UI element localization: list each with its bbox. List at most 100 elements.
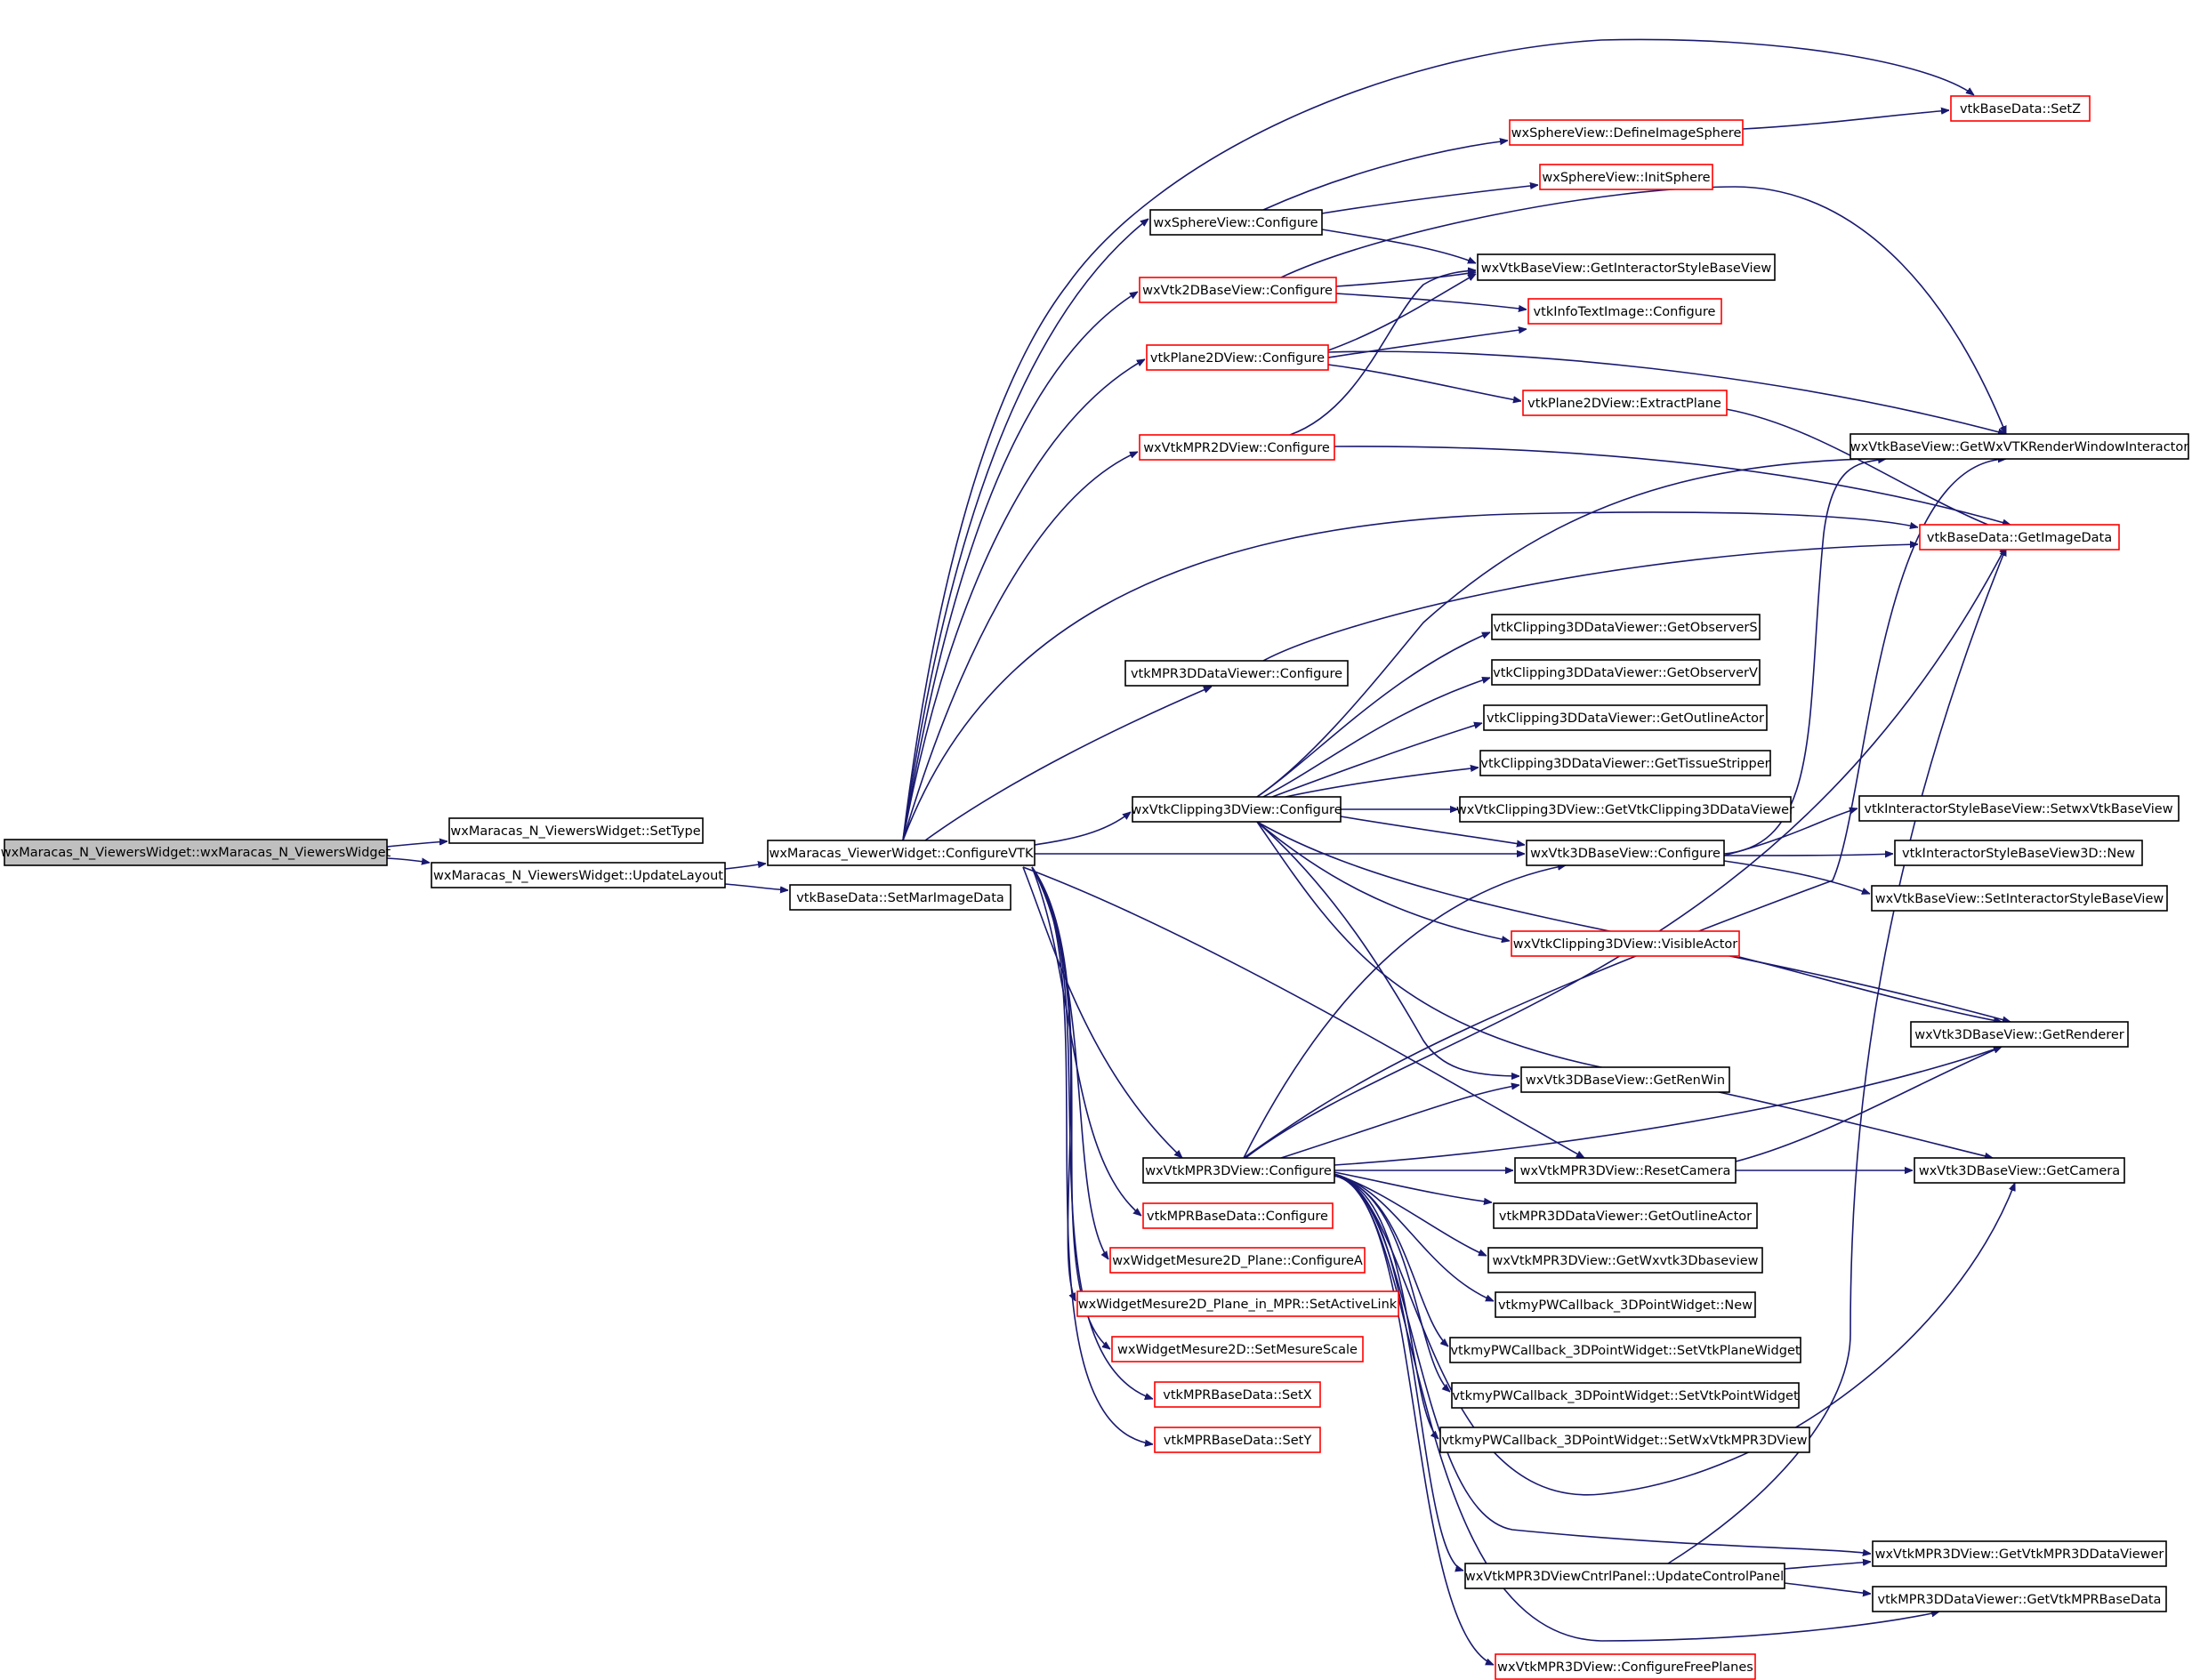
node-getrenderer[interactable]: wxVtk3DBaseView::GetRenderer (1910, 1021, 2129, 1048)
node-label: wxSphereView::Configure (1153, 216, 1318, 230)
node-label: wxVtk2DBaseView::Configure (1142, 284, 1333, 298)
call-edge (724, 883, 788, 890)
node-vtkmprbasedata-configure[interactable]: vtkMPRBaseData::Configure (1142, 1202, 1334, 1229)
node-label: wxVtk3DBaseView::GetRenWin (1526, 1073, 1725, 1088)
node-extractplane[interactable]: vtkPlane2DView::ExtractPlane (1522, 390, 1728, 416)
node-setinteractorstylebaseview[interactable]: wxVtkBaseView::SetInteractorStyleBaseVie… (1871, 885, 2168, 912)
node-label: wxVtkClipping3DView::Configure (1131, 803, 1342, 817)
node-vtkmpr3ddataviewer-configure[interactable]: vtkMPR3DDataViewer::Configure (1124, 660, 1349, 687)
node-box (1919, 524, 2120, 551)
call-edge (1723, 854, 1893, 856)
call-edge (1280, 186, 2007, 434)
call-edge (1327, 364, 1521, 401)
node-wxvtkclipping3dview-configure[interactable]: wxVtkClipping3DView::Configure (1131, 796, 1342, 823)
call-edge (1031, 866, 1153, 1399)
node-label: wxSphereView::DefineImageSphere (1511, 126, 1742, 141)
call-edge (1262, 678, 1490, 798)
node-label: vtkClipping3DDataViewer::GetObserverS (1493, 621, 1757, 635)
call-edge (1256, 821, 1519, 1076)
node-getrenwin[interactable]: wxVtk3DBaseView::GetRenWin (1520, 1066, 1730, 1093)
call-edge (1256, 821, 1510, 941)
node-wxsphereview-configure[interactable]: wxSphereView::Configure (1149, 209, 1323, 236)
node-setmesurescale[interactable]: wxWidgetMesure2D::SetMesureScale (1111, 1336, 1364, 1362)
node-setwxvtkbaseview[interactable]: vtkInteractorStyleBaseView::SetwxVtkBase… (1858, 795, 2180, 822)
node-box (1894, 840, 2143, 866)
node-settype[interactable]: wxMaracas_N_ViewersWidget::SetType (448, 817, 704, 844)
node-getobservers[interactable]: vtkClipping3DDataViewer::GetObserverS (1491, 614, 1761, 640)
node-box (1139, 277, 1337, 303)
node-getcamera[interactable]: wxVtk3DBaseView::GetCamera (1914, 1157, 2125, 1184)
node-label: wxWidgetMesure2D::SetMesureScale (1117, 1343, 1358, 1357)
call-edge (1334, 446, 2011, 525)
node-setvtkpointwidget[interactable]: vtkmyPWCallback_3DPointWidget::SetVtkPoi… (1451, 1382, 1800, 1409)
node-box (1914, 1157, 2125, 1184)
node-wxvtk2dbaseview-configure[interactable]: wxVtk2DBaseView::Configure (1139, 277, 1337, 303)
call-edge (1335, 272, 1476, 287)
node-getimagedata[interactable]: vtkBaseData::GetImageData (1919, 524, 2120, 551)
node-box (1449, 1337, 1801, 1363)
node-getvtkmprbasedata[interactable]: vtkMPR3DDataViewer::GetVtkMPRBaseData (1872, 1586, 2167, 1612)
node-label: wxSphereView::InitSphere (1542, 171, 1710, 185)
node-label: wxVtkMPR3DViewCntrlPanel::UpdateControlP… (1465, 1570, 1784, 1584)
node-getinteractorstylebaseview[interactable]: wxVtkBaseView::GetInteractorStyleBaseVie… (1477, 253, 1776, 281)
call-edge (1285, 768, 1479, 798)
node-vtkplane2dview-configure[interactable]: vtkPlane2DView::Configure (1146, 344, 1329, 371)
node-interactorstyle3d-new[interactable]: vtkInteractorStyleBaseView3D::New (1894, 840, 2143, 866)
node-getwxvtkrenderwindowinteractor[interactable]: wxVtkBaseView::GetWxVTKRenderWindowInter… (1850, 433, 2189, 460)
node-setvtkplanewidget[interactable]: vtkmyPWCallback_3DPointWidget::SetVtkPla… (1449, 1337, 1801, 1363)
node-mpr3d-getoutlineactor[interactable]: vtkMPR3DDataViewer::GetOutlineActor (1493, 1202, 1758, 1229)
node-wxvtkmpr2dview-configure[interactable]: wxVtkMPR2DView::Configure (1139, 434, 1335, 461)
node-vtkinfotextimage-configure[interactable]: vtkInfoTextImage::Configure (1527, 298, 1722, 325)
node-vtkmprbasedata-sety[interactable]: vtkMPRBaseData::SetY (1154, 1427, 1321, 1453)
call-edge (1784, 1582, 1871, 1594)
node-resetcamera[interactable]: wxVtkMPR3DView::ResetCamera (1514, 1157, 1737, 1184)
node-updatelayout[interactable]: wxMaracas_N_ViewersWidget::UpdateLayout (431, 862, 726, 888)
node-gettissuestripper[interactable]: vtkClipping3DDataViewer::GetTissueStripp… (1479, 750, 1771, 776)
node-vtkmprbasedata-setx[interactable]: vtkMPRBaseData::SetX (1154, 1381, 1321, 1408)
node-configurea[interactable]: wxWidgetMesure2D_Plane::ConfigureA (1109, 1247, 1366, 1274)
node-updatecontrolpanel[interactable]: wxVtkMPR3DViewCntrlPanel::UpdateControlP… (1464, 1563, 1785, 1589)
node-getwxvtk3dbaseview[interactable]: wxVtkMPR3DView::GetWxvtk3Dbaseview (1487, 1247, 1763, 1274)
call-edge (1256, 458, 2006, 798)
node-getobserverv[interactable]: vtkClipping3DDataViewer::GetObserverV (1491, 659, 1761, 686)
node-setactivelink[interactable]: wxWidgetMesure2D_Plane_in_MPR::SetActive… (1076, 1290, 1399, 1317)
call-edge (1334, 1175, 1450, 1392)
node-configurevtk[interactable]: wxMaracas_ViewerWidget::ConfigureVTK (767, 840, 1036, 866)
call-edge (1334, 1175, 1494, 1666)
node-getvtkmpr3ddataviewer[interactable]: wxVtkMPR3DView::GetVtkMPR3DDataViewer (1872, 1540, 2167, 1567)
node-wxmaracas-n-viewerswidget-constructor[interactable]: wxMaracas_N_ViewersWidget::wxMaracas_N_V… (1, 839, 391, 866)
node-box (1439, 1427, 1810, 1453)
call-edge (1327, 273, 1476, 351)
call-edge (1034, 812, 1131, 846)
node-box (1910, 1021, 2129, 1048)
node-setmarimagedata[interactable]: vtkBaseData::SetMarImageData (789, 884, 1011, 911)
node-getvtkclipping3ddataviewer[interactable]: wxVtkClipping3DView::GetVtkClipping3DDat… (1456, 796, 1794, 823)
node-label: wxMaracas_N_ViewersWidget::wxMaracas_N_V… (1, 846, 391, 860)
call-edge (1723, 860, 1870, 894)
node-box (1139, 434, 1335, 461)
node-box (431, 862, 726, 888)
node-configurefreeplanes[interactable]: wxVtkMPR3DView::ConfigureFreePlanes (1495, 1653, 1756, 1680)
node-initsphere[interactable]: wxSphereView::InitSphere (1539, 164, 1713, 190)
call-edge (1738, 956, 2002, 1022)
node-setz[interactable]: vtkBaseData::SetZ (1950, 95, 2091, 122)
node-visibleactor[interactable]: wxVtkClipping3DView::VisibleActor (1511, 930, 1740, 957)
node-label: vtkClipping3DDataViewer::GetTissueStripp… (1480, 757, 1769, 771)
node-label: vtkPlane2DView::Configure (1150, 351, 1325, 366)
node-wxvtkmpr3dview-configure[interactable]: wxVtkMPR3DView::Configure (1142, 1157, 1335, 1184)
call-edge (1031, 866, 1141, 1216)
node-box (1509, 119, 1744, 146)
node-box (1149, 209, 1323, 236)
node-label: vtkMPR3DDataViewer::Configure (1131, 667, 1342, 681)
node-wxvtk3dbaseview-configure[interactable]: wxVtk3DBaseView::Configure (1526, 840, 1725, 866)
node-defineimagesphere[interactable]: wxSphereView::DefineImageSphere (1509, 119, 1744, 146)
node-setwxvtkmpr3dview[interactable]: vtkmyPWCallback_3DPointWidget::SetWxVtkM… (1439, 1427, 1810, 1453)
node-label: wxVtkBaseView::SetInteractorStyleBaseVie… (1875, 892, 2164, 906)
node-pwcallback-new[interactable]: vtkmyPWCallback_3DPointWidget::New (1495, 1291, 1756, 1318)
node-box (1487, 1247, 1763, 1274)
node-label: vtkmyPWCallback_3DPointWidget::New (1498, 1298, 1753, 1313)
call-edge (1327, 350, 2006, 434)
node-box (1872, 1540, 2167, 1567)
node-clipping-getoutlineactor[interactable]: vtkClipping3DDataViewer::GetOutlineActor (1483, 704, 1768, 731)
node-label: vtkPlane2DView::ExtractPlane (1527, 397, 1721, 411)
